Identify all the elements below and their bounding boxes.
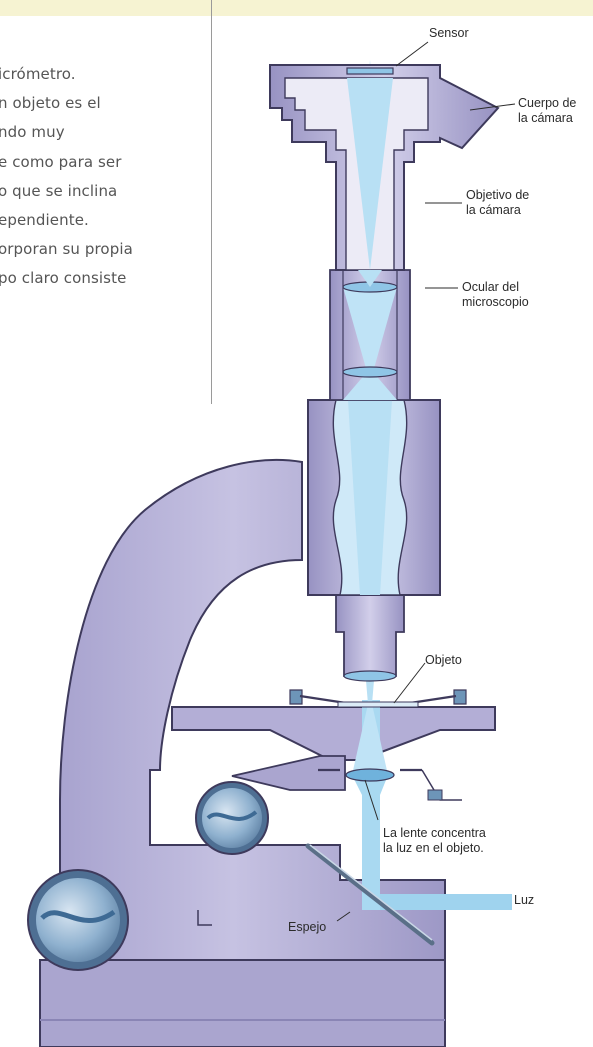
label-light: Luz — [514, 893, 534, 908]
label-condenser-lens-line1: La lente concentra — [383, 826, 486, 841]
camera-sensor — [347, 68, 393, 74]
label-mirror: Espejo — [288, 920, 326, 935]
microscope-base — [40, 960, 445, 1047]
condenser-lens — [346, 769, 394, 781]
label-camera-objective-line1: Objetivo de — [466, 188, 529, 203]
label-camera-objective-line2: la cámara — [466, 203, 529, 218]
label-camera-objective: Objetivo de la cámara — [466, 188, 529, 218]
stage — [172, 707, 495, 760]
label-condenser-lens: La lente concentra la luz en el objeto. — [383, 826, 486, 856]
condenser-holder — [232, 756, 345, 790]
fine-focus-knob — [196, 782, 268, 854]
label-camera-body: Cuerpo de la cámara — [518, 96, 576, 126]
objective-lens-barrel — [336, 594, 404, 676]
label-microscope-eyepiece: Ocular del microscopio — [462, 280, 529, 310]
coarse-focus-knob — [28, 870, 128, 970]
objective-lens — [344, 671, 396, 681]
tube-lens — [343, 367, 397, 377]
label-microscope-eyepiece-line1: Ocular del — [462, 280, 529, 295]
label-condenser-lens-line2: la luz en el objeto. — [383, 841, 486, 856]
label-sensor: Sensor — [429, 26, 469, 41]
label-object: Objeto — [425, 653, 462, 668]
label-camera-body-line1: Cuerpo de — [518, 96, 576, 111]
label-microscope-eyepiece-line2: microscopio — [462, 295, 529, 310]
microscope-slide — [338, 702, 418, 707]
label-camera-body-line2: la cámara — [518, 111, 576, 126]
